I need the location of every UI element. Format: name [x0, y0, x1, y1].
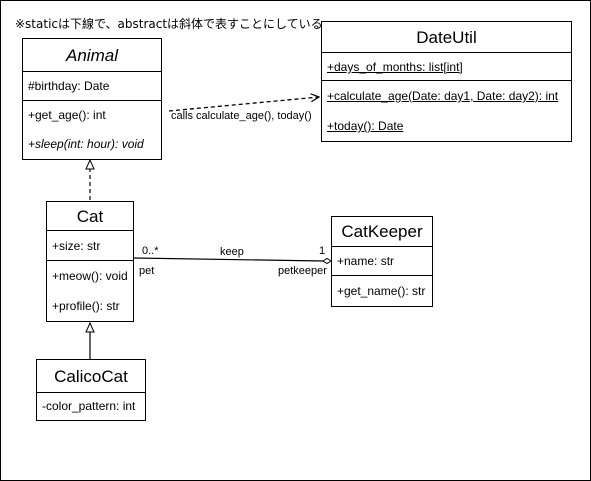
realization-arrowhead [85, 158, 95, 170]
class-dateutil[interactable]: DateUtil +days_of_months: list[int] +cal… [321, 21, 572, 142]
association-name: keep [220, 246, 244, 258]
class-cat-attributes: +size: str [47, 231, 133, 261]
method-profile: +profile(): str [52, 299, 120, 313]
class-calicocat-name: CalicoCat [37, 360, 145, 393]
keeper-role: petkeeper [278, 265, 327, 277]
method-calculate-age: +calculate_age(Date: day1, Date: day2): … [327, 89, 559, 103]
class-dateutil-methods: +calculate_age(Date: day1, Date: day2): … [322, 81, 571, 141]
class-catkeeper-attributes: +name: str [332, 247, 432, 276]
class-dateutil-attributes: +days_of_months: list[int] [322, 53, 571, 81]
association-line [133, 257, 324, 262]
cat-role: pet [139, 265, 155, 277]
attribute-name: +name: str [337, 254, 395, 268]
dependency-label: calls calculate_age(), today() [171, 110, 312, 122]
class-animal-attributes: #birthday: Date [23, 72, 161, 101]
legend-note: ※staticは下線で、abstractは斜体で表すことにしている。 [15, 17, 335, 31]
class-animal-name: Animal [23, 39, 161, 72]
class-catkeeper[interactable]: CatKeeper +name: str +get_name(): str [331, 216, 433, 307]
class-catkeeper-methods: +get_name(): str [332, 276, 432, 306]
class-animal[interactable]: Animal #birthday: Date +get_age(): int +… [22, 38, 162, 160]
method-sleep: +sleep(int: hour): void [28, 137, 144, 151]
class-cat[interactable]: Cat +size: str +meow(): void +profile():… [46, 201, 134, 322]
aggregation-diamond [322, 257, 332, 265]
dependency-line [168, 97, 319, 112]
class-dateutil-name: DateUtil [322, 22, 571, 53]
attribute-birthday: #birthday: Date [28, 79, 110, 93]
method-get-name: +get_name(): str [337, 284, 426, 298]
class-calicocat[interactable]: CalicoCat -color_pattern: int [36, 359, 146, 421]
attribute-size: +size: str [52, 239, 101, 253]
class-catkeeper-name: CatKeeper [332, 217, 432, 247]
class-calicocat-attributes: -color_pattern: int [37, 393, 145, 420]
class-cat-name: Cat [47, 202, 133, 231]
method-today: +today(): Date [327, 119, 404, 133]
class-cat-methods: +meow(): void +profile(): str [47, 261, 133, 321]
generalization-arrowhead [85, 321, 95, 333]
method-get-age: +get_age(): int [28, 108, 106, 122]
method-meow: +meow(): void [52, 269, 128, 283]
attribute-color-pattern: -color_pattern: int [42, 399, 136, 413]
attribute-days-of-months: +days_of_months: list[int] [327, 60, 463, 74]
cat-multiplicity: 0..* [142, 245, 159, 257]
class-animal-methods: +get_age(): int +sleep(int: hour): void [23, 101, 161, 159]
keeper-multiplicity: 1 [319, 245, 326, 257]
